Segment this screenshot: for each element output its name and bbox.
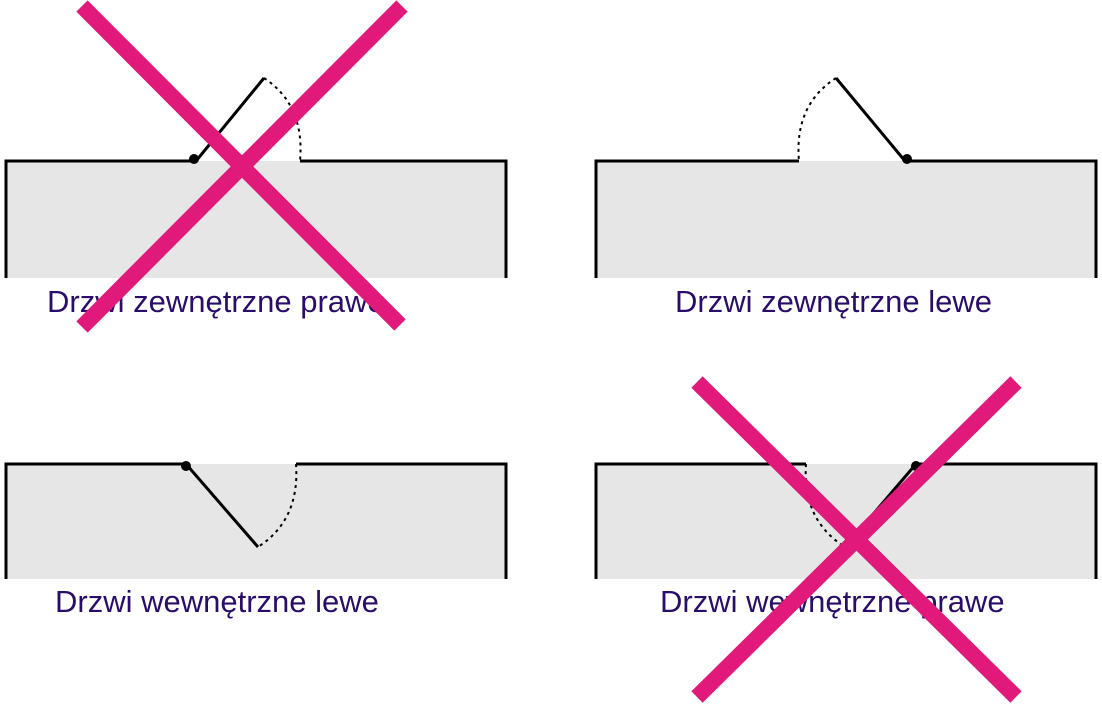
door-leaf [194,77,266,162]
diagram-exterior-left: Drzwi zewnętrzne lewe [590,0,1102,330]
wall-outline [594,159,799,278]
hinge-marker [911,461,921,471]
hinge-marker [181,461,191,471]
wall-fill [596,464,1096,579]
door-leaf [834,77,907,162]
wall-fill [596,161,1096,278]
diagram-interior-left: Drzwi wewnętrzne lewe [0,300,520,630]
diagram-caption: Drzwi zewnętrzne lewe [675,284,992,319]
hinge-marker [189,154,199,164]
door-plan-exterior-right [4,77,508,278]
wall-fill [6,464,506,579]
diagram-exterior-right: Drzwi zewnętrzne prawe [0,0,520,330]
door-plan-exterior-left [594,77,1098,278]
diagram-caption: Drzwi wewnętrzne lewe [55,584,379,619]
wall-outline [4,462,186,579]
wall-outline [296,462,508,579]
diagram-caption: Drzwi wewnętrzne prawe [660,584,1005,619]
door-swing-arc [257,463,298,548]
door-leaf [184,463,260,548]
hinge-marker [902,154,912,164]
wall-outline [905,159,1098,278]
door-swing-arc [263,77,302,162]
door-plan-interior-right [594,461,1098,579]
door-plan-interior-left [4,461,508,579]
diagram-interior-right: Drzwi wewnętrzne prawe [590,300,1102,630]
wall-fill [6,161,506,278]
door-swing-arc [797,77,837,162]
